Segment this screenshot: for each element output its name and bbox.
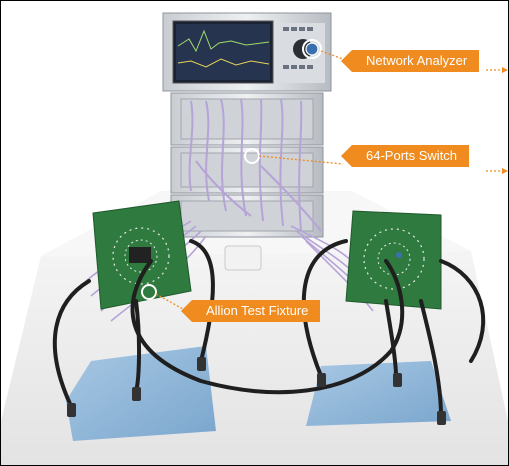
- rack-coax-cables: [188, 98, 322, 232]
- instrument-rack: [162, 12, 332, 238]
- callout-arrow-ends: [486, 69, 506, 172]
- right-test-fixture-board: [345, 210, 442, 310]
- callout-leader-lines: [155, 50, 344, 310]
- switch-unit-1: [170, 92, 324, 146]
- left-test-fixture-board: [92, 200, 192, 310]
- highlight-network-analyzer: [302, 39, 322, 59]
- network-analyzer-unit: [162, 12, 332, 92]
- highlight-fixture: [141, 284, 157, 300]
- blue-mat-right: [306, 361, 451, 426]
- network-analyzer-label: Network Analyzer: [340, 50, 480, 72]
- ports-switch-label: 64-Ports Switch: [340, 145, 470, 167]
- arrow-head-top: [502, 67, 508, 73]
- arrow-head-mid: [502, 168, 508, 174]
- cable-connectors: [67, 357, 446, 425]
- small-device: [224, 245, 262, 271]
- test-fixture-label: Allion Test Fixture: [180, 300, 321, 322]
